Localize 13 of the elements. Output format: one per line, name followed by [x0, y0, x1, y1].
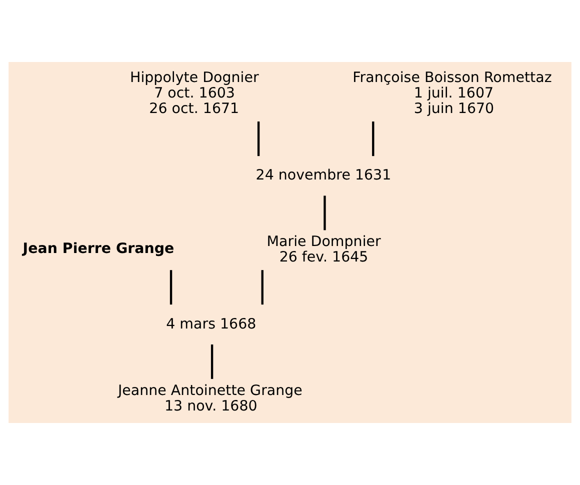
- node-text: Hippolyte Dognier 7 oct. 1603 26 oct. 1671: [130, 70, 259, 117]
- node-text: Françoise Boisson Romettaz 1 juil. 1607 3 juin 1670: [352, 70, 552, 117]
- node-text: 24 novembre 1631: [256, 167, 392, 184]
- node-text: Jeanne Antoinette Grange 13 nov. 1680: [118, 382, 302, 414]
- connector: [261, 270, 264, 305]
- node-text: 4 mars 1668: [166, 316, 256, 332]
- connector: [324, 196, 326, 230]
- connector: [210, 344, 214, 379]
- node-text: Marie Dompnier 26 fev. 1645: [266, 234, 381, 266]
- connector: [257, 122, 260, 156]
- connector: [372, 122, 374, 156]
- connector: [170, 270, 172, 305]
- node-text: Jean Pierre Grange: [22, 240, 174, 257]
